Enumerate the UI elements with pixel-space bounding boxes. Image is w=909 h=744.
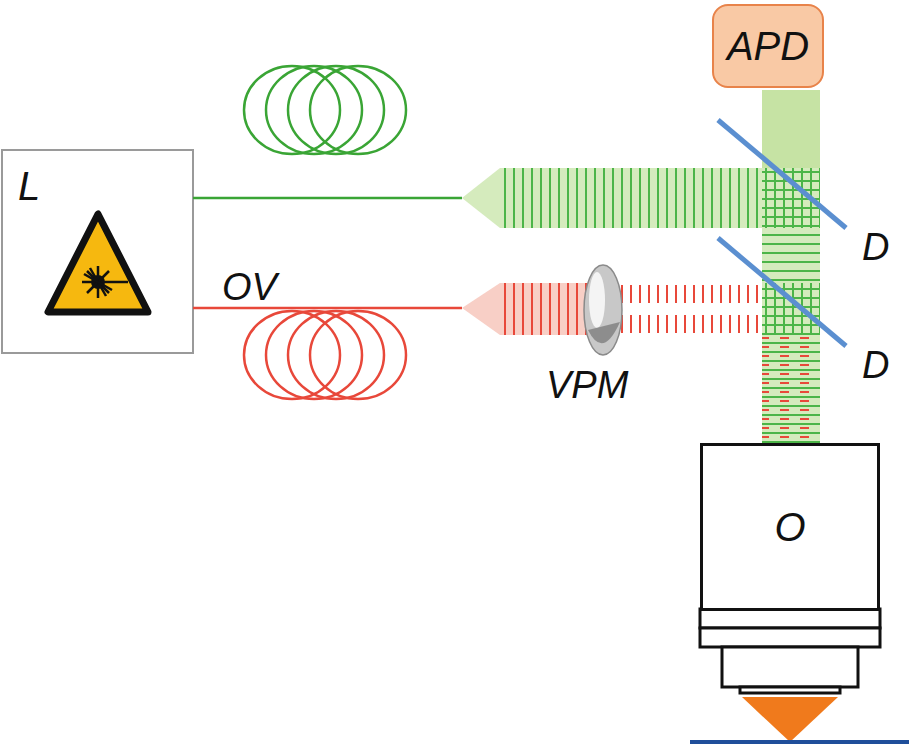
- red-vortex-beam-lower: [600, 315, 762, 333]
- green-collimator: [462, 168, 500, 228]
- dichroic-mirror: [718, 120, 846, 228]
- red-collimator: [462, 283, 500, 335]
- component-label: VPM: [546, 366, 628, 404]
- objective-box: O: [700, 443, 880, 611]
- vortex-phase-mask: [584, 265, 622, 355]
- sample-surface: [690, 740, 909, 744]
- beam-crossing: [762, 283, 820, 335]
- green-fiber: [193, 66, 462, 198]
- green-beam-down: [762, 228, 820, 283]
- combined-beam: [762, 335, 820, 445]
- focused-beam: [742, 697, 838, 742]
- red-vortex-beam-upper: [600, 285, 762, 303]
- laser-warning-sign: [48, 214, 148, 312]
- node-text: L: [18, 166, 40, 206]
- mirror-label: D: [862, 228, 889, 266]
- green-excitation-beam: [500, 168, 762, 228]
- objective-barrel: [700, 609, 880, 693]
- node-text: O: [774, 507, 805, 547]
- laser-housing: [2, 150, 193, 353]
- mirror-label: D: [862, 346, 889, 384]
- fiber-label: OV: [222, 268, 277, 306]
- laser-box: L: [2, 150, 193, 353]
- node-text: APD: [727, 26, 809, 66]
- dichroic-mirror: [718, 238, 846, 346]
- detector-box: APD: [712, 4, 824, 88]
- red-fiber: [193, 308, 462, 399]
- fluorescence-beam: [762, 90, 820, 170]
